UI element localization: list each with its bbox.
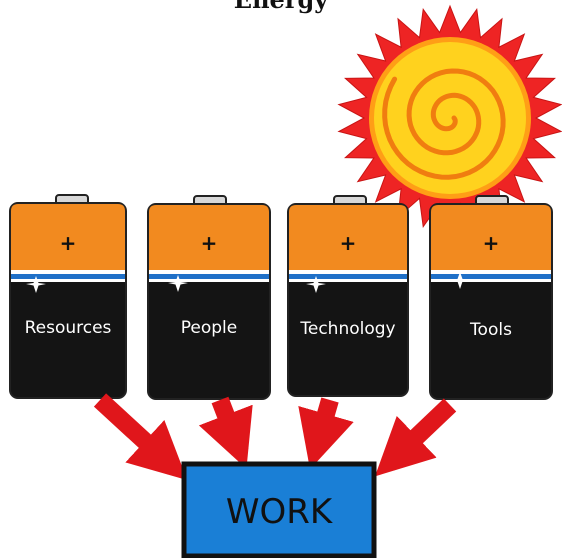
battery-tools: + Tools: [429, 195, 553, 400]
work-box: WORK: [181, 461, 377, 558]
sparkle-icon: [306, 276, 326, 293]
arrow-icon: [298, 397, 354, 470]
plus-sign: +: [340, 231, 357, 255]
battery-label-tools: Tools: [469, 320, 512, 340]
battery-people: + People: [147, 195, 271, 400]
plus-sign: +: [201, 231, 218, 255]
sparkle-icon: [168, 275, 188, 292]
arrow-icon: [374, 398, 457, 477]
battery-technology: + Technology: [287, 195, 409, 397]
arrow-icon: [198, 396, 253, 469]
work-label: WORK: [226, 492, 334, 532]
plus-sign: +: [483, 231, 500, 255]
plus-sign: +: [60, 231, 77, 255]
battery-label-technology: Technology: [299, 319, 395, 339]
battery-label-resources: Resources: [25, 318, 112, 338]
arrows: [93, 393, 457, 481]
arrow-icon: [93, 393, 188, 481]
diagram-title: Energy: [0, 0, 562, 12]
sparkle-icon: [450, 272, 470, 289]
battery-resources: + Resources: [9, 194, 127, 399]
sparkle-icon: [26, 276, 46, 293]
battery-label-people: People: [181, 318, 237, 338]
sun-icon: [337, 4, 562, 232]
